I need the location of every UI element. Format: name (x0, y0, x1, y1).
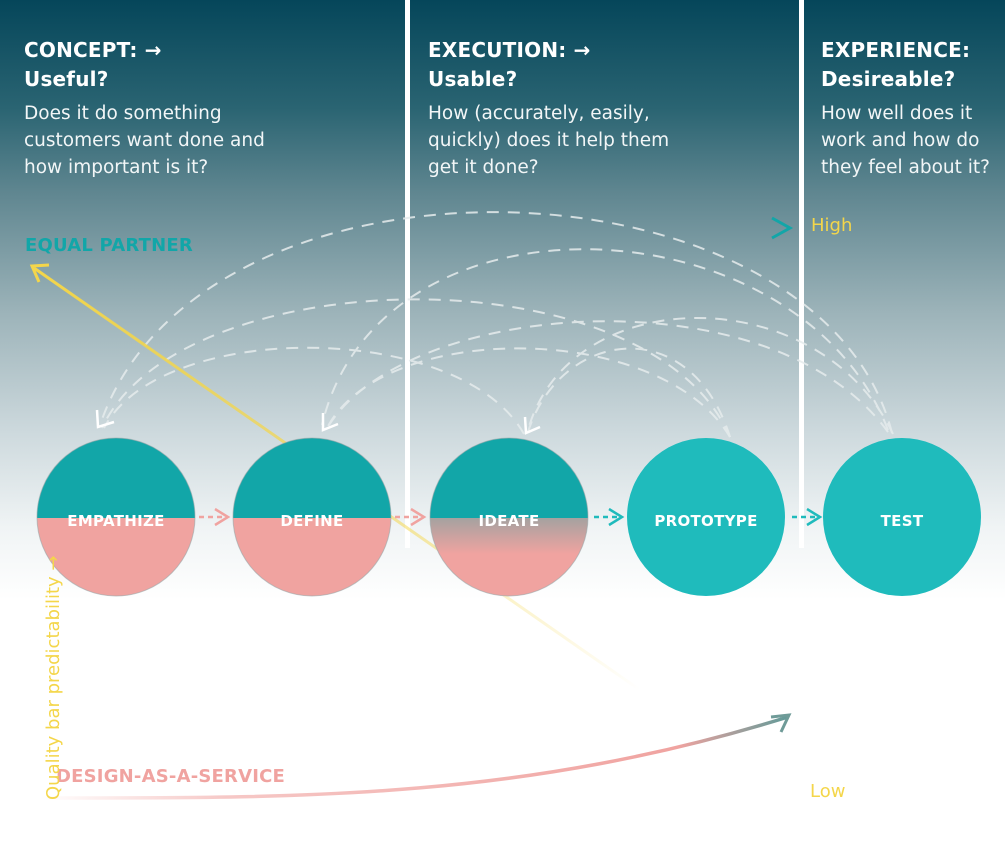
equal-partner-arrowhead-icon (771, 216, 794, 240)
stage-label: TEST (881, 512, 924, 530)
desc-line: quickly) does it help them (428, 130, 670, 151)
yellow-arrowhead-icon (29, 263, 50, 283)
stage-ideate[interactable]: IDEATE (420, 430, 600, 608)
column-subtitle: Usable? (428, 67, 518, 91)
stage-label: IDEATE (478, 512, 539, 530)
stage-label: EMPATHIZE (67, 512, 164, 530)
column-description: How well does it work and how do they fe… (821, 100, 1005, 181)
column-title: EXPERIENCE: (821, 38, 971, 62)
stage-prototype[interactable]: PROTOTYPE (627, 438, 785, 596)
stage-label: DEFINE (280, 512, 343, 530)
column-description: Does it do something customers want done… (24, 100, 394, 181)
desc-line: work and how do (821, 130, 980, 151)
column-divider-1 (405, 0, 410, 548)
design-as-a-service-curve (39, 715, 789, 800)
desc-line: Does it do something (24, 103, 222, 124)
desc-line: they feel about it? (821, 157, 990, 178)
equal-partner-label: EQUAL PARTNER (25, 235, 193, 256)
column-title: CONCEPT: → (24, 38, 162, 62)
low-label: Low (810, 781, 846, 802)
arrowhead-icon (321, 413, 339, 432)
column-concept: CONCEPT: → Useful? Does it do something … (24, 36, 394, 181)
stage-label: PROTOTYPE (654, 512, 757, 530)
stage-define[interactable]: DEFINE (225, 430, 405, 608)
desc-line: get it done? (428, 157, 539, 178)
feedback-arc-prototype-to-empathize (101, 298, 731, 438)
column-divider-2 (799, 0, 804, 548)
connector-ideate-prototype (594, 507, 625, 527)
column-title: EXECUTION: → (428, 38, 591, 62)
high-label: High (811, 215, 853, 236)
feedback-arc-prototype-to-ideate (527, 347, 731, 438)
stage-test[interactable]: TEST (823, 438, 981, 596)
feedback-arc-ideate-to-empathize (103, 346, 525, 435)
feedback-arc-test-to-define (321, 248, 889, 431)
arrowhead-icon (95, 409, 115, 429)
desc-line: How (accurately, easily, (428, 103, 650, 124)
das-arrowhead-icon (770, 713, 792, 733)
column-subtitle: Useful? (24, 67, 109, 91)
feedback-arc-test-to-empathize (99, 211, 893, 434)
feedback-arcs (99, 211, 894, 438)
feedback-arc-prototype-to-define (325, 347, 731, 438)
feedback-arc-test-to-ideate (527, 317, 894, 435)
desc-line: How well does it (821, 103, 973, 124)
design-as-a-service-label: DESIGN-AS-A-SERVICE (56, 766, 286, 787)
column-experience: EXPERIENCE: Desireable? How well does it… (821, 36, 1005, 181)
feedback-arrowheads (95, 409, 541, 435)
column-description: How (accurately, easily, quickly) does i… (428, 100, 788, 181)
connector-empathize-define (199, 507, 231, 527)
column-execution: EXECUTION: → Usable? How (accurately, ea… (428, 36, 788, 181)
feedback-arc-test-to-define-low (325, 320, 889, 433)
desc-line: how important is it? (24, 157, 209, 178)
desc-line: customers want done and (24, 130, 265, 151)
connector-define-ideate (395, 507, 427, 527)
column-subtitle: Desireable? (821, 67, 956, 91)
connector-prototype-test (792, 507, 823, 527)
quality-bar-axis-label: Quality bar predictability → (43, 555, 64, 800)
arrowhead-icon (523, 416, 541, 435)
stage-connectors (199, 507, 823, 527)
